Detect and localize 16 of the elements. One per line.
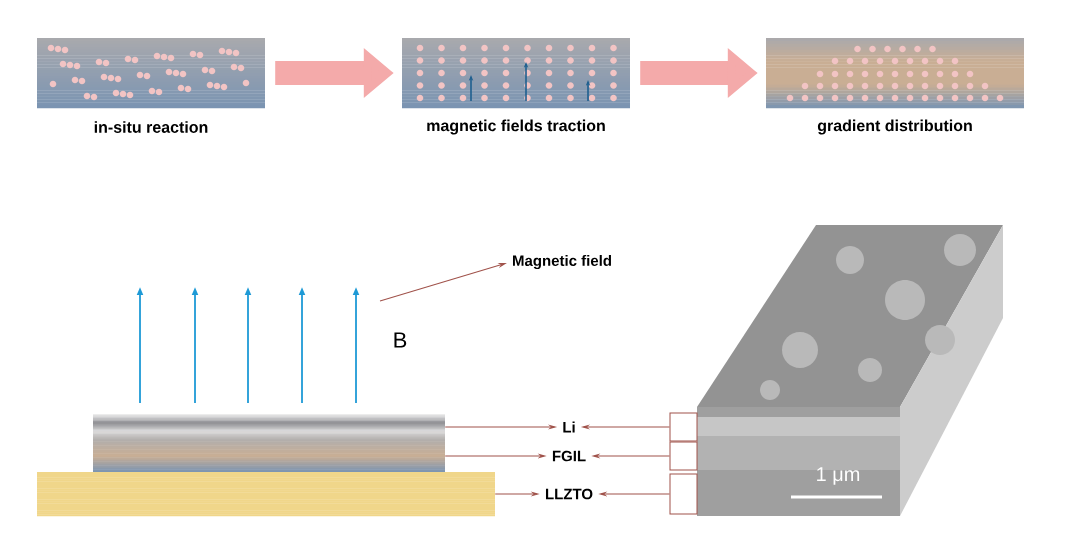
panel-label: in-situ reaction — [94, 121, 208, 133]
interlayer — [93, 440, 445, 473]
symbol-label: B — [394, 332, 407, 348]
bracket — [669, 441, 698, 471]
panel-label: gradient distribution — [817, 119, 972, 135]
lithium-layer — [93, 414, 445, 441]
substrate-layer — [37, 472, 495, 517]
layer-label: LLZTO — [546, 488, 593, 500]
layer-label: FGIL — [552, 450, 586, 462]
sem-image — [697, 225, 1003, 516]
field-label: Magnetic field — [513, 255, 611, 270]
bracket — [669, 412, 698, 442]
panel-label: magnetic fields traction — [427, 119, 605, 135]
bracket — [669, 473, 698, 515]
layer-label: Li — [563, 421, 575, 433]
scale-label: 1 μm — [817, 467, 860, 485]
